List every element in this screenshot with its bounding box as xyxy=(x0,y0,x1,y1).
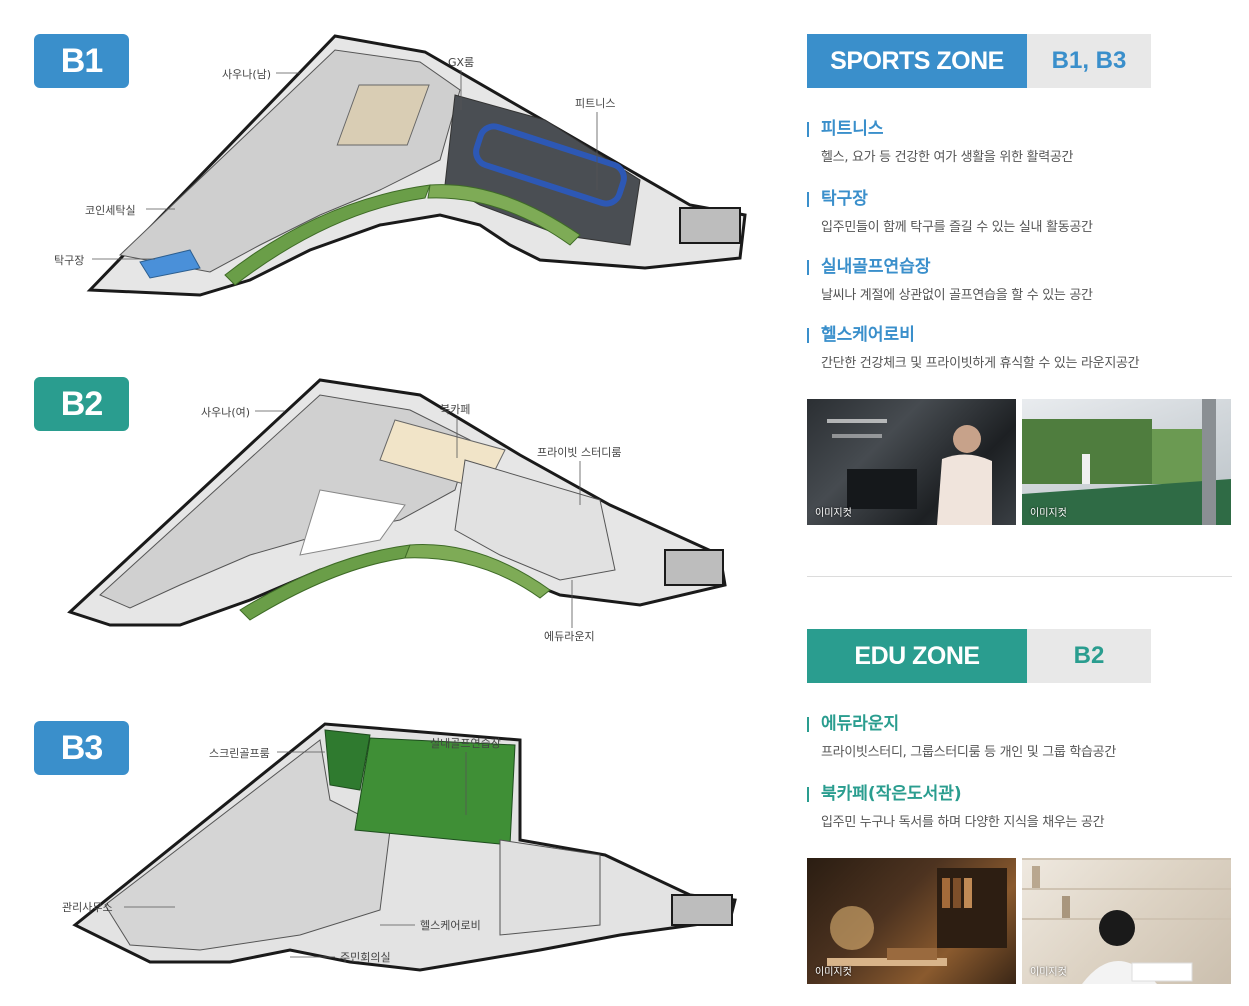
desk-photo-illustration xyxy=(827,868,1007,966)
golf-photo-illustration xyxy=(1022,399,1231,525)
label-edu-lounge: 에듀라운지 xyxy=(544,630,595,643)
facility-desc: 입주민 누구나 독서를 하며 다양한 지식을 채우는 공간 xyxy=(821,815,1105,830)
label-screen-golf: 스크린골프룸 xyxy=(209,747,270,760)
photo-caption: 이미지컷 xyxy=(1030,508,1067,519)
floor-badge-b1: B1 xyxy=(34,34,129,88)
label-book-cafe: 북카페 xyxy=(440,403,470,416)
photo-reading-desk: 이미지컷 xyxy=(807,858,1016,984)
photo-reading-woman: 이미지컷 xyxy=(1022,858,1231,984)
reading-photo-illustration xyxy=(1022,858,1231,984)
photo-indoor-golf: 이미지컷 xyxy=(1022,399,1231,525)
facility-book-cafe: 북카페(작은도서관) 입주민 누구나 독서를 하며 다양한 지식을 채우는 공간 xyxy=(807,783,1237,830)
photo-caption: 이미지컷 xyxy=(815,967,852,978)
facility-table-tennis: 탁구장 입주민들이 함께 탁구를 즐길 수 있는 실내 활동공간 xyxy=(807,188,1237,235)
label-resident-meeting-room: 주민회의실 xyxy=(340,951,391,964)
facility-desc: 입주민들이 함께 탁구를 즐길 수 있는 실내 활동공간 xyxy=(821,220,1093,235)
floor-plan-b1: 사우나(남) GX룸 피트니스 코인세탁실 탁구장 xyxy=(54,34,747,297)
edu-zone-header: EDU ZONE B2 xyxy=(807,629,1151,683)
label-fitness: 피트니스 xyxy=(575,97,615,110)
label-management-office: 관리사무소 xyxy=(62,901,113,914)
facility-desc: 날씨나 계절에 상관없이 골프연습을 할 수 있는 공간 xyxy=(821,288,1093,303)
facility-title: 헬스케어로비 xyxy=(807,324,1237,346)
facility-indoor-golf: 실내골프연습장 날씨나 계절에 상관없이 골프연습을 할 수 있는 공간 xyxy=(807,256,1237,303)
facility-title: 탁구장 xyxy=(807,188,1237,210)
facility-fitness: 피트니스 헬스, 요가 등 건강한 여가 생활을 위한 활력공간 xyxy=(807,118,1237,165)
floor-plan-b2: 사우나(여) 북카페 프라이빗 스터디룸 에듀라운지 xyxy=(67,378,727,643)
facility-desc: 헬스, 요가 등 건강한 여가 생활을 위한 활력공간 xyxy=(821,150,1074,165)
floor-badge-b2: B2 xyxy=(34,377,129,431)
facility-title: 피트니스 xyxy=(807,118,1237,140)
label-coin-laundry: 코인세탁실 xyxy=(85,204,136,217)
photo-caption: 이미지컷 xyxy=(1030,967,1067,978)
label-sauna-men: 사우나(남) xyxy=(222,68,271,81)
facility-healthcare-lobby: 헬스케어로비 간단한 건강체크 및 프라이빗하게 휴식할 수 있는 라운지공간 xyxy=(807,324,1237,371)
label-indoor-golf-range: 실내골프연습장 xyxy=(430,737,501,750)
sports-zone-title: SPORTS ZONE xyxy=(807,34,1027,88)
label-gx-room: GX룸 xyxy=(448,56,474,69)
facility-desc: 간단한 건강체크 및 프라이빗하게 휴식할 수 있는 라운지공간 xyxy=(821,356,1140,371)
zone-divider xyxy=(807,576,1232,577)
sports-zone-floors: B1, B3 xyxy=(1027,34,1151,88)
edu-zone-floors: B2 xyxy=(1027,629,1151,683)
facility-title: 실내골프연습장 xyxy=(807,256,1237,278)
photo-caption: 이미지컷 xyxy=(815,508,852,519)
facility-title: 에듀라운지 xyxy=(807,713,1237,735)
floor-badge-b3: B3 xyxy=(34,721,129,775)
label-private-study: 프라이빗 스터디룸 xyxy=(537,446,621,459)
edu-zone-title: EDU ZONE xyxy=(807,629,1027,683)
facility-title: 북카페(작은도서관) xyxy=(807,783,1237,805)
label-table-tennis: 탁구장 xyxy=(54,254,84,267)
photo-fitness: 이미지컷 xyxy=(807,399,1016,525)
floor-plan-b3: 스크린골프룸 실내골프연습장 관리사무소 헬스케어로비 주민회의실 xyxy=(62,722,737,972)
sports-zone-header: SPORTS ZONE B1, B3 xyxy=(807,34,1151,88)
label-sauna-women: 사우나(여) xyxy=(201,406,250,419)
fitness-photo-illustration xyxy=(827,419,992,525)
label-healthcare-lobby: 헬스케어로비 xyxy=(420,919,481,932)
facility-edu-lounge: 에듀라운지 프라이빗스터디, 그룹스터디룸 등 개인 및 그룹 학습공간 xyxy=(807,713,1237,760)
facility-desc: 프라이빗스터디, 그룹스터디룸 등 개인 및 그룹 학습공간 xyxy=(821,745,1117,760)
